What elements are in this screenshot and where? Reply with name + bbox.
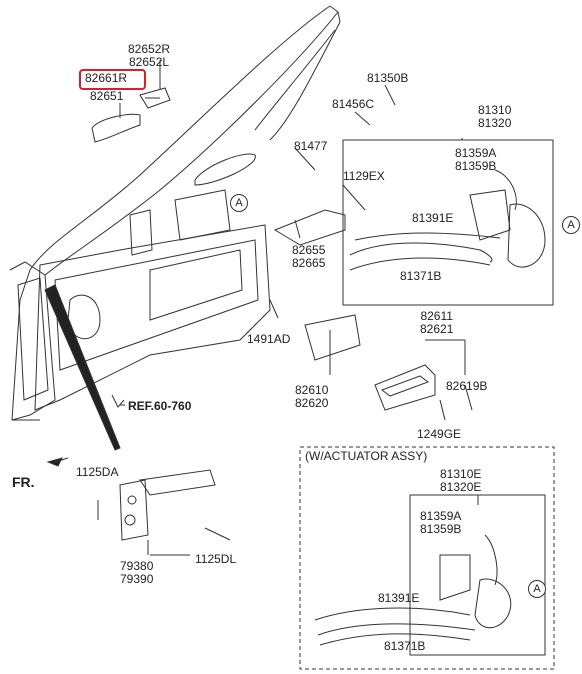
front-direction-label: FR.	[12, 474, 35, 490]
part-82620[interactable]: 82620	[295, 396, 329, 410]
part-82652r: 82652R	[128, 42, 171, 56]
part-81456c[interactable]: 81456C	[332, 97, 375, 111]
part-82619b[interactable]: 82619B	[446, 379, 488, 393]
outside-handle	[91, 113, 141, 143]
reference-circle-a: A	[562, 216, 580, 234]
part-82652l: 82652L	[129, 55, 170, 69]
ref-pointer	[44, 284, 121, 451]
part-81359b[interactable]: 81359B	[420, 522, 462, 536]
part-79390[interactable]: 79390	[120, 572, 154, 586]
label-82610: 82610 82620	[295, 384, 328, 410]
door-edge	[9, 261, 56, 421]
cable-81371b	[349, 242, 493, 263]
door-frame-outer	[11, 5, 331, 421]
part-82651[interactable]: 82651	[90, 89, 124, 103]
part-81477[interactable]: 81477	[294, 139, 328, 153]
actuator-assy-box	[299, 446, 555, 670]
part-81320e[interactable]: 81320E	[440, 480, 482, 494]
part-81391e[interactable]: 81391E	[412, 211, 454, 225]
part-82655[interactable]: 82655	[292, 243, 326, 257]
lock-assembly-box	[342, 139, 554, 306]
lock-bracket	[469, 189, 511, 241]
part-82621[interactable]: 82621	[420, 322, 454, 336]
part-81359a[interactable]: 81359A	[420, 509, 462, 523]
door-checker-body	[119, 479, 149, 541]
label-81359: 81359A 81359B	[455, 147, 496, 173]
label-79380: 79380 79390	[120, 560, 153, 586]
part-81371b[interactable]: 81371B	[384, 639, 426, 653]
part-1129ex[interactable]: 1129EX	[343, 169, 385, 183]
inner-panel	[34, 224, 271, 411]
actuator-assy-title: (W/ACTUATOR ASSY)	[305, 449, 428, 463]
door-checker-arm	[139, 469, 216, 496]
reference-circle-a: A	[230, 194, 248, 212]
part-81310[interactable]: 81310	[478, 103, 512, 117]
part-82661r[interactable]: 82661R	[85, 71, 128, 85]
part-81371b[interactable]: 81371B	[400, 269, 442, 283]
part-1491ad[interactable]: 1491AD	[247, 332, 291, 346]
label-82655: 82655 82665	[292, 244, 325, 270]
part-82611[interactable]: 82611	[420, 309, 453, 323]
reference-label[interactable]: REF.60-760	[128, 399, 192, 413]
part-81391e[interactable]: 81391E	[378, 591, 420, 605]
handle-cover	[139, 87, 171, 109]
part-81310e[interactable]: 81310E	[440, 467, 482, 481]
part-79380[interactable]: 79380	[120, 559, 154, 573]
part-82610[interactable]: 82610	[295, 383, 329, 397]
label-81359-actuator: 81359A 81359B	[420, 510, 461, 536]
inside-handle	[304, 314, 361, 361]
part-1125dl[interactable]: 1125DL	[195, 552, 237, 566]
part-81359b[interactable]: 81359B	[455, 159, 497, 173]
part-81359a[interactable]: 81359A	[455, 146, 497, 160]
part-1125da[interactable]: 1125DA	[76, 465, 119, 479]
inside-handle-trim	[374, 364, 436, 411]
part-82665[interactable]: 82665	[292, 256, 326, 270]
highlight-box	[79, 69, 146, 90]
label-82611: 82611 82621	[420, 310, 453, 336]
actuator-latch	[474, 578, 512, 629]
part-81350b[interactable]: 81350B	[367, 71, 409, 85]
part-1249ge[interactable]: 1249GE	[417, 427, 462, 441]
cable-81391e	[354, 232, 501, 241]
door-frame-inner	[44, 11, 339, 276]
label-81310e: 81310E 81320E	[440, 468, 481, 494]
handle-bracket	[273, 209, 346, 246]
door-latch	[507, 203, 546, 268]
label-81310: 81310 81320	[478, 104, 511, 130]
part-81320[interactable]: 81320	[478, 116, 512, 130]
reference-circle-a: A	[528, 580, 546, 598]
label-82652: 82652R 82652L	[128, 43, 170, 69]
